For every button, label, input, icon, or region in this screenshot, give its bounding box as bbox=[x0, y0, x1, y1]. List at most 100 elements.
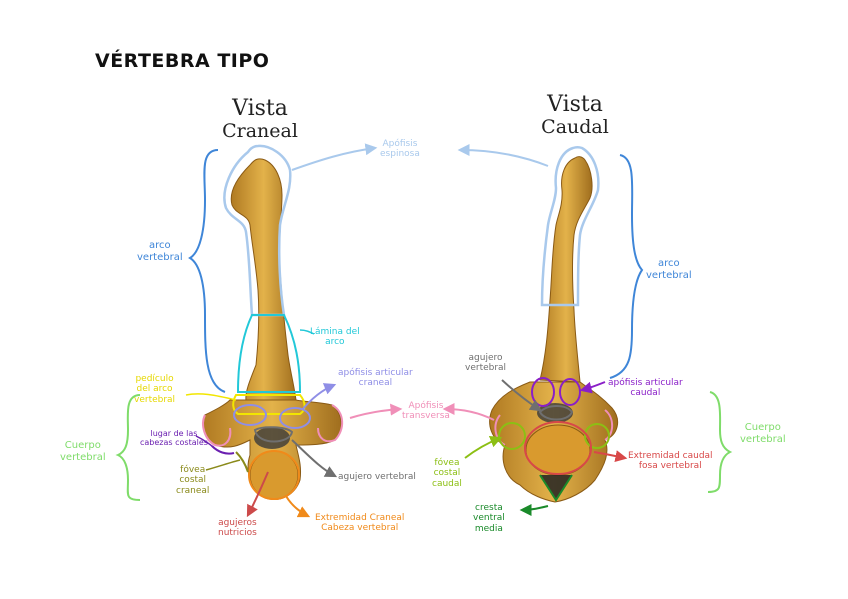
label-line: vertebral bbox=[60, 451, 106, 463]
label-lamina-del-arco: Lámina del arco bbox=[310, 327, 360, 348]
label-agujero-vertebral-right: agujero vertebral bbox=[465, 353, 506, 374]
label-line: nutricios bbox=[218, 528, 257, 539]
label-line: Apófisis bbox=[382, 139, 418, 149]
arrow-agujero-right bbox=[501, 379, 542, 412]
page-title: VÉRTEBRA TIPO bbox=[95, 50, 270, 72]
vertebral-foramen-left bbox=[254, 427, 290, 449]
arrow-cresta bbox=[519, 503, 549, 516]
arrow-articular-craneal bbox=[301, 383, 337, 411]
label-fovea-costal-craneal: fóvea costal craneal bbox=[176, 465, 209, 496]
arrow-extremidad-craneal bbox=[285, 495, 311, 518]
arrow-articular-caudal bbox=[579, 381, 606, 394]
label-line: espinosa bbox=[380, 149, 420, 160]
outline-transversa-right-a bbox=[494, 414, 506, 446]
label-line: vertebral bbox=[137, 251, 183, 263]
label-agujero-vertebral-left: agujero vertebral bbox=[338, 472, 416, 482]
label-apofisis-articular-craneal: apófisis articular craneal bbox=[338, 368, 413, 389]
label-line: cresta bbox=[475, 503, 503, 513]
brace-arco-right bbox=[609, 154, 644, 379]
outline-lamina-left bbox=[236, 314, 302, 393]
label-cuerpo-vertebral-right: Cuerpo vertebral bbox=[740, 422, 786, 445]
label-line: caudal bbox=[432, 478, 462, 489]
view-title-line2: Caudal bbox=[541, 116, 609, 138]
leader-pediculo bbox=[185, 393, 237, 401]
label-line: pedículo bbox=[135, 374, 174, 384]
label-extremidad-craneal: Extremidad Craneal Cabeza vertebral bbox=[315, 513, 404, 534]
label-apofisis-transversa: Apófisis transversa bbox=[402, 401, 450, 422]
vertebra-cranial bbox=[202, 144, 344, 500]
label-line: vertebral bbox=[465, 363, 507, 374]
brace-arco-left bbox=[188, 149, 226, 393]
view-title-cranial: Vista Craneal bbox=[210, 98, 310, 141]
vertebra-caudal bbox=[489, 146, 619, 503]
label-apofisis-articular-caudal: apófisis articular caudal bbox=[608, 378, 683, 399]
arrow-agujero-left bbox=[291, 439, 338, 478]
label-extremidad-caudal: Extremidad caudal fosa vertebral bbox=[628, 451, 713, 472]
view-title-caudal: Vista Caudal bbox=[525, 94, 625, 137]
brace-cuerpo-right bbox=[707, 391, 733, 493]
label-line: cabezas costales bbox=[140, 438, 208, 448]
leader-lamina bbox=[299, 329, 315, 335]
outline-agujero-right bbox=[538, 405, 574, 421]
outline-transversa-left-a bbox=[202, 414, 232, 447]
leader-fovea-craneal bbox=[205, 459, 241, 471]
label-line: agujero bbox=[468, 353, 503, 363]
label-pediculo-del-arco: pedículo del arco vertebral bbox=[134, 374, 175, 405]
arrow-fovea-caudal bbox=[464, 435, 503, 459]
label-line: Lámina del bbox=[310, 327, 360, 337]
label-line: craneal bbox=[176, 485, 210, 496]
label-arco-vertebral-left: arco vertebral bbox=[137, 240, 183, 263]
outline-body-left bbox=[248, 450, 300, 500]
view-title-line1: Vista bbox=[232, 96, 288, 121]
label-arco-vertebral-right: arco vertebral bbox=[646, 258, 692, 281]
label-line: vertebral bbox=[646, 269, 692, 281]
outline-espinosa-left bbox=[223, 144, 292, 317]
outline-articular-craneal-left-a bbox=[233, 404, 267, 426]
outline-fovea-left bbox=[235, 451, 249, 473]
label-line: costal bbox=[179, 475, 207, 486]
label-cresta-ventral-media: cresta ventral media bbox=[473, 503, 505, 534]
arrow-espinosa-right bbox=[457, 144, 549, 167]
spinous-process-right bbox=[539, 156, 593, 383]
label-line: fóvea bbox=[180, 465, 206, 475]
arrow-transversa-right bbox=[442, 403, 495, 421]
label-line: craneal bbox=[358, 378, 393, 389]
outline-fovea-caudal-right-b bbox=[584, 423, 610, 449]
outline-espinosa-right bbox=[540, 146, 600, 307]
view-title-line1: Vista bbox=[547, 92, 603, 117]
arrow-transversa-left bbox=[349, 403, 403, 419]
arrow-extremidad-caudal bbox=[593, 450, 628, 463]
label-line: Cuerpo bbox=[64, 440, 101, 451]
label-line: Cuerpo bbox=[744, 422, 781, 433]
view-title-line2: Craneal bbox=[222, 120, 298, 142]
label-line: caudal bbox=[630, 388, 661, 399]
outline-transversa-right-b bbox=[604, 409, 614, 441]
label-line: Extremidad caudal bbox=[628, 451, 713, 461]
label-line: agujero vertebral bbox=[338, 472, 416, 482]
label-fovea-costal-caudal: fóvea costal caudal bbox=[432, 458, 462, 489]
outline-body-right bbox=[524, 421, 592, 475]
label-line: Apófisis bbox=[408, 401, 444, 411]
outline-articular-craneal-left-b bbox=[279, 407, 311, 429]
label-agujeros-nutricios: agujeros nutricios bbox=[218, 518, 257, 539]
label-apofisis-espinosa: Apófisis espinosa bbox=[380, 139, 420, 160]
label-line: agujeros bbox=[218, 518, 257, 528]
label-line: ventral bbox=[473, 513, 505, 524]
outline-pediculo-left bbox=[232, 394, 306, 415]
label-line: lugar de las bbox=[150, 429, 198, 438]
label-line: Extremidad Craneal bbox=[315, 513, 405, 523]
label-line: vertebral bbox=[740, 433, 786, 445]
label-line: fóvea bbox=[434, 458, 460, 468]
label-line: arco bbox=[148, 240, 171, 251]
label-line: fosa vertebral bbox=[638, 461, 702, 472]
label-line: Cabeza vertebral bbox=[321, 523, 399, 534]
outline-transversa-left-b bbox=[317, 404, 344, 443]
cresta-shape-right bbox=[540, 475, 572, 500]
label-line: apófisis articular bbox=[608, 378, 683, 388]
label-cuerpo-vertebral-left: Cuerpo vertebral bbox=[60, 440, 106, 463]
label-line: vertebral bbox=[134, 394, 176, 405]
label-line: media bbox=[474, 523, 503, 534]
label-lugar-de-las-cabezas: lugar de las cabezas costales bbox=[140, 429, 208, 447]
label-line: costal bbox=[433, 468, 461, 479]
label-line: arco bbox=[657, 258, 680, 269]
